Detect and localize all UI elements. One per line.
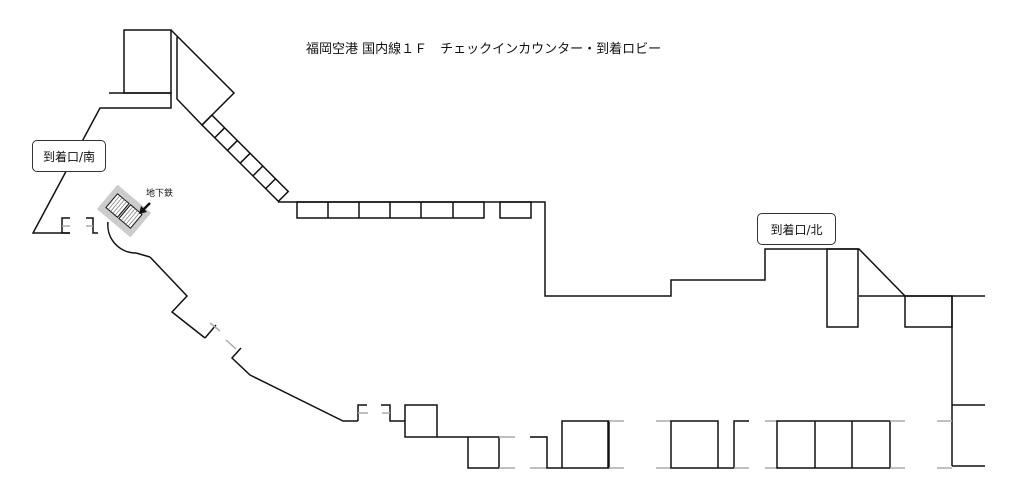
- arrow-icon: [139, 202, 151, 214]
- check-in-counters: [296, 201, 532, 219]
- wall-west: [31, 29, 236, 234]
- subway-label: 地下鉄: [146, 189, 174, 199]
- wall-south: [149, 256, 952, 469]
- wall-east: [826, 248, 985, 467]
- wall-north: [278, 201, 985, 297]
- arrival-exit-north-label: 到着口/北: [770, 222, 823, 237]
- arrival-exit-south[interactable]: 到着口/南: [32, 140, 106, 172]
- arrival-exit-south-label: 到着口/南: [42, 149, 96, 164]
- map-title: 福岡空港 国内線１Ｆ チェックインカウンター・到着ロビー: [306, 42, 662, 57]
- south-doors: [61, 217, 98, 234]
- diagonal-counters: [200, 114, 290, 203]
- arrival-exit-north[interactable]: 到着口/北: [757, 213, 836, 245]
- subway-stairs[interactable]: [96, 184, 152, 258]
